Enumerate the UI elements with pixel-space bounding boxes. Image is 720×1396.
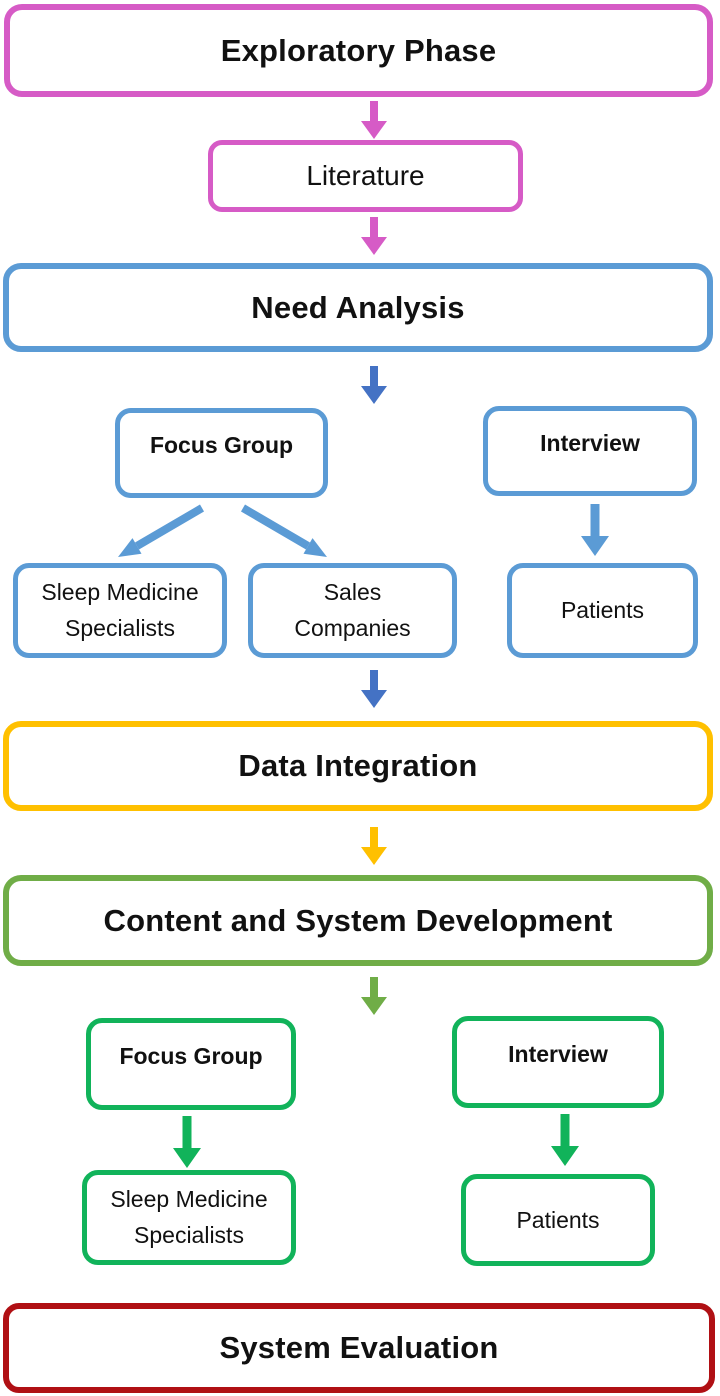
box-system-evaluation: System Evaluation — [3, 1303, 715, 1393]
box-need-interview-label: Interview — [540, 429, 640, 456]
box-need-patients: Patients — [507, 563, 698, 658]
sales-companies-line2: Companies — [294, 614, 411, 641]
diagonal-right-arrow-icon — [240, 504, 327, 557]
down-arrow-icon — [361, 827, 387, 865]
box-need-analysis-label: Need Analysis — [251, 289, 465, 325]
sales-companies-line1: Sales — [323, 578, 382, 605]
down-arrow-icon — [581, 504, 609, 556]
sleep-medicine-line1: Sleep Medicine — [41, 578, 199, 605]
box-need-sleep-medicine-specialists: Sleep Medicine Specialists — [13, 563, 227, 658]
box-content-system-development-label: Content and System Development — [103, 902, 613, 938]
down-arrow-icon — [361, 670, 387, 708]
down-arrow-icon — [361, 217, 387, 255]
box-need-analysis: Need Analysis — [3, 263, 713, 352]
box-dev-patients: Patients — [461, 1174, 655, 1266]
sleep-medicine-line2: Specialists — [65, 614, 175, 641]
down-arrow-icon — [173, 1116, 201, 1168]
box-dev-focus-group: Focus Group — [86, 1018, 296, 1110]
box-need-interview: Interview — [483, 406, 697, 496]
box-dev-interview: Interview — [452, 1016, 664, 1108]
box-need-patients-label: Patients — [560, 597, 645, 623]
box-exploratory-phase-label: Exploratory Phase — [220, 32, 497, 68]
box-literature: Literature — [208, 140, 523, 212]
box-dev-patients-label: Patients — [516, 1206, 600, 1233]
sleep-medicine-line1: Sleep Medicine — [110, 1185, 268, 1212]
box-system-evaluation-label: System Evaluation — [219, 1330, 499, 1365]
box-data-integration-label: Data Integration — [238, 748, 478, 783]
box-content-system-development: Content and System Development — [3, 875, 713, 966]
box-dev-sleep-medicine-specialists: Sleep Medicine Specialists — [82, 1170, 296, 1265]
sleep-medicine-line2: Specialists — [134, 1221, 244, 1248]
down-arrow-icon — [361, 101, 387, 139]
box-data-integration: Data Integration — [3, 721, 713, 811]
diagonal-left-arrow-icon — [118, 504, 205, 557]
box-need-focus-group: Focus Group — [115, 408, 328, 498]
down-arrow-icon — [551, 1114, 579, 1166]
down-arrow-icon — [361, 366, 387, 404]
box-need-focus-group-label: Focus Group — [149, 431, 294, 458]
box-exploratory-phase: Exploratory Phase — [4, 4, 713, 97]
box-literature-label: Literature — [306, 160, 425, 191]
down-arrow-icon — [361, 977, 387, 1015]
box-dev-focus-group-label: Focus Group — [119, 1042, 263, 1069]
box-need-sales-companies: Sales Companies — [248, 563, 457, 658]
box-dev-interview-label: Interview — [508, 1040, 608, 1067]
